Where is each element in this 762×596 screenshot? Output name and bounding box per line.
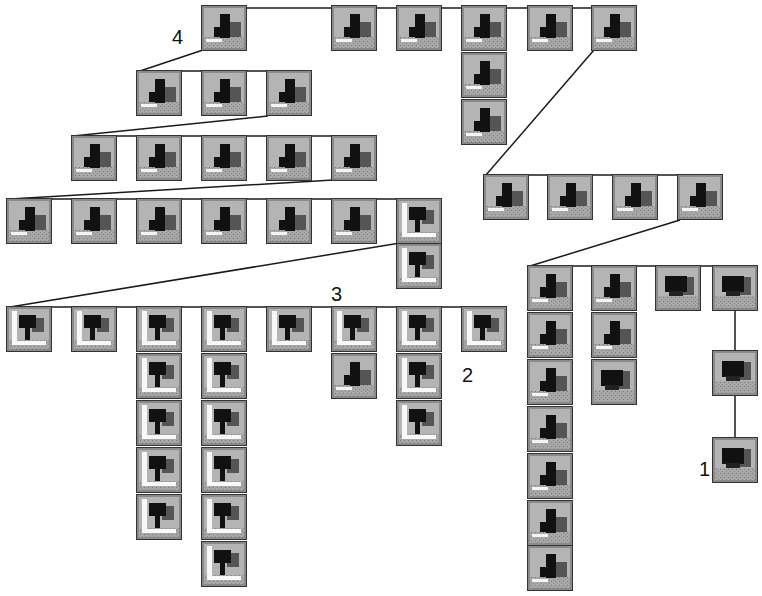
thumbnail: [678, 175, 723, 220]
thumbnail: [332, 136, 377, 181]
thumbnail: [484, 175, 529, 220]
thumbnail: [137, 354, 182, 399]
thumbnail: [713, 266, 758, 311]
thumbnail: [462, 100, 507, 145]
thumbnail: [592, 266, 637, 311]
callout-number: 1: [697, 458, 712, 480]
thumbnail: [72, 136, 117, 181]
callout-number: 4: [170, 26, 185, 48]
thumbnail: [137, 307, 182, 352]
thumbnail: [397, 307, 442, 352]
thumbnail: [332, 354, 377, 399]
thumbnail: [397, 6, 442, 51]
thumbnail: [397, 199, 442, 244]
thumbnail: [332, 199, 377, 244]
thumbnail: [528, 313, 573, 358]
thumbnail: [332, 307, 377, 352]
thumbnail: [528, 454, 573, 499]
thumbnail: [462, 6, 507, 51]
thumbnail: [72, 199, 117, 244]
thumbnail: [72, 307, 117, 352]
thumbnail: [137, 71, 182, 116]
thumbnail: [528, 546, 573, 591]
thumbnail: [713, 351, 758, 396]
callout-number: 2: [460, 364, 475, 386]
thumbnail: [202, 495, 247, 540]
thumbnail: [267, 136, 312, 181]
thumbnail: [202, 71, 247, 116]
thumbnail: [462, 307, 507, 352]
thumbnail: [137, 199, 182, 244]
thumbnail: [397, 401, 442, 446]
thumbnail: [592, 6, 637, 51]
thumbnail: [202, 542, 247, 587]
thumbnail: [528, 6, 573, 51]
thumbnail: [656, 266, 701, 311]
thumbnail: [397, 354, 442, 399]
thumbnail: [202, 448, 247, 493]
tree-lines: [10, 8, 756, 437]
thumbnail: [397, 244, 442, 289]
thumbnail: [137, 448, 182, 493]
thumbnail: [137, 495, 182, 540]
thumbnail: [202, 6, 247, 51]
thumbnail: [202, 354, 247, 399]
thumbnail: [713, 438, 758, 483]
thumbnail: [592, 360, 637, 405]
thumbnail: [7, 199, 52, 244]
thumbnail: [528, 407, 573, 452]
callout-number: 3: [329, 283, 344, 305]
thumbnail: [202, 307, 247, 352]
thumbnail: [528, 360, 573, 405]
thumbnails: [7, 6, 758, 591]
thumbnail: [137, 136, 182, 181]
thumbnail: [267, 307, 312, 352]
thumbnail: [613, 175, 658, 220]
thumbnail: [267, 71, 312, 116]
thumbnail: [202, 199, 247, 244]
thumbnail: [202, 136, 247, 181]
thumbnail: [528, 266, 573, 311]
thumbnail: [462, 53, 507, 98]
thumbnail: [202, 401, 247, 446]
thumbnail: [548, 175, 593, 220]
thumbnail: [528, 501, 573, 546]
thumbnail: [332, 6, 377, 51]
thumbnail: [137, 401, 182, 446]
thumbnail: [592, 313, 637, 358]
thumbnail: [267, 199, 312, 244]
thumbnail: [7, 307, 52, 352]
